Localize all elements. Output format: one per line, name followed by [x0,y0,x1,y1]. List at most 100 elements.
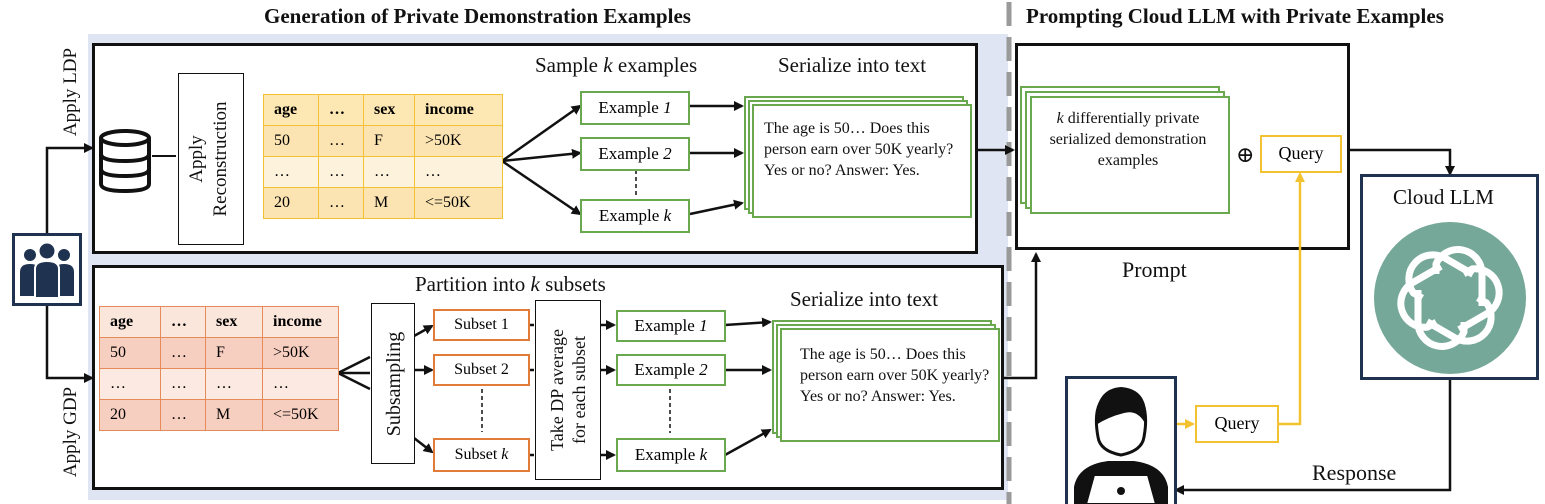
ldp-data-table: age … sex income 50 … F >50K … … … … 20 … [263,94,503,219]
table-cell: 20 [99,399,161,431]
subsampling-label: Subsampling [383,331,405,437]
example-label: Example [634,445,700,464]
table-cell: F [363,125,415,157]
gdp-serialized-text: The age is 50… Does this person earn ove… [800,346,990,405]
apply-reconstruction-box: Apply Reconstruction [178,73,244,245]
concat-symbol: ⊕ [1236,142,1255,167]
reconstruction-line-1: Apply [186,135,207,183]
user-laptop-icon [1074,387,1168,504]
ldp-header-age: age [263,94,319,126]
table-cell: <=50K [262,399,339,431]
example-index: 1 [663,98,672,117]
dp-average-line-1: Take DP average [547,329,567,452]
users-group-icon [12,233,82,306]
table-cell: <=50K [414,187,503,219]
subset-label: Subset [454,316,501,333]
prompt-label: Prompt [1122,257,1187,282]
sample-title-suffix: examples [612,53,698,77]
example-index: k [699,445,708,464]
response-label: Response [1312,460,1397,485]
reconstruction-line-2: Reconstruction [210,101,231,217]
prompt-examples-card: k differentially private serialized demo… [1030,96,1230,214]
prompt-query-box: Query [1260,135,1342,173]
prompt-stack-text: differentially private serialized demons… [1049,110,1207,169]
apply-gdp-label: Apply GDP [60,386,81,478]
prompt-query-label: Query [1278,143,1324,163]
table-cell: … [318,156,364,188]
table-cell: … [160,399,206,431]
database-icon [99,129,151,194]
ldp-serialize-title: Serialize into text [778,53,927,77]
table-cell: … [160,337,206,369]
apply-ldp-label: Apply LDP [60,47,81,137]
prompt-k: k [1056,110,1064,127]
partition-title-k: k [530,272,540,296]
table-cell: … [160,368,206,400]
sample-title-prefix: Sample [535,53,604,77]
table-row: … … … … [263,156,503,188]
table-row: 20 … M <=50K [99,399,339,431]
ldp-example-k: Example k [580,199,690,233]
example-label: Example [634,316,700,335]
section-divider [1006,2,1012,504]
sample-title-k: k [603,53,613,77]
openai-logo-icon [1374,222,1526,374]
gdp-serialized-card: The age is 50… Does this person earn ove… [780,328,1000,442]
example-index: 2 [699,360,708,379]
subset-label: Subset [454,446,502,463]
dp-average-line-2: for each subset [569,336,589,444]
table-cell: 50 [263,125,319,157]
partition-title-prefix: Partition into [415,272,531,296]
example-label: Example [598,98,664,117]
subset-k: Subset k [433,438,530,472]
gdp-example-1: Example 1 [616,310,726,342]
user-query-label: Query [1214,413,1260,433]
table-row: 50 … F >50K [263,125,503,157]
user-box [1065,376,1177,504]
ldp-header-sex: sex [363,94,415,126]
user-query-box: Query [1195,405,1279,443]
subset-label: Subset [454,361,501,378]
prompt-examples-text: k differentially private serialized demo… [1048,108,1208,171]
table-cell: … [318,187,364,219]
gdp-header-income: income [262,306,339,338]
table-row: 20 … M <=50K [263,187,503,219]
table-cell: … [363,156,415,188]
subset-index: 1 [500,316,509,333]
generation-header: Generation of Private Demonstration Exam… [264,4,691,28]
cloud-llm-label: Cloud LLM [1393,185,1494,209]
table-cell: >50K [262,337,339,369]
sample-examples-title: Sample k examples [535,53,697,78]
table-row: 50 … F >50K [99,337,339,369]
gdp-example-2: Example 2 [616,354,726,386]
table-cell: 50 [99,337,161,369]
gdp-serialize-title: Serialize into text [790,287,939,311]
subset-index: k [501,446,509,463]
example-label: Example [634,360,700,379]
table-cell: 20 [263,187,319,219]
table-cell: M [363,187,415,219]
table-cell: … [99,368,161,400]
ldp-header-income: income [414,94,503,126]
table-cell: >50K [414,125,503,157]
ldp-example-1: Example 1 [580,91,690,125]
example-label: Example [598,206,664,225]
table-cell: … [414,156,503,188]
table-row: … … … … [99,368,339,400]
subset-2: Subset 2 [433,354,530,386]
subset-index: 2 [500,361,509,378]
table-cell: M [205,399,263,431]
partition-title-suffix: subsets [539,272,606,296]
gdp-data-table: age … sex income 50 … F >50K … … … … 20 … [99,306,339,431]
table-cell: … [318,125,364,157]
table-cell: … [262,368,339,400]
ldp-serialized-text: The age is 50… Does this person earn ove… [764,120,954,179]
gdp-header-sex: sex [205,306,263,338]
subset-1: Subset 1 [433,309,530,341]
gdp-header-ellipsis: … [160,306,206,338]
table-cell: … [263,156,319,188]
partition-title: Partition into k subsets [415,272,606,297]
table-cell: F [205,337,263,369]
ldp-serialized-card: The age is 50… Does this person earn ove… [752,104,972,218]
